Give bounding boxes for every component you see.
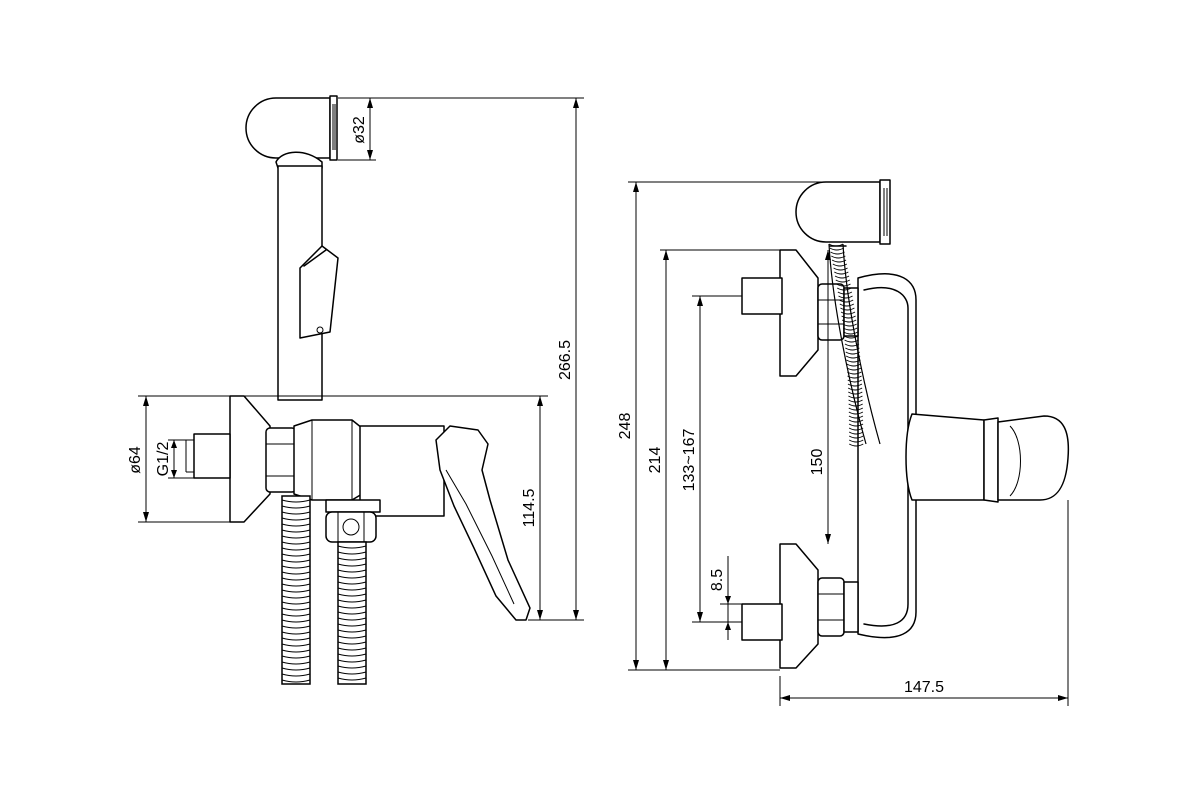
hex-nut-front — [265, 427, 297, 493]
hand-shower-head-side — [795, 179, 891, 247]
dim-handle-height: 114.5 — [244, 395, 548, 620]
label-8-5: 8.5 — [709, 569, 726, 591]
dim-thread: G1/2 — [155, 439, 194, 479]
handle-side — [997, 415, 1070, 501]
dim-total-height: 266.5 — [338, 97, 584, 621]
label-handle-height: 114.5 — [521, 488, 538, 527]
wall-bracket — [857, 273, 917, 639]
label-total-height: 266.5 — [557, 340, 574, 380]
label-214: 214 — [647, 447, 664, 474]
dim-depth: 147.5 — [779, 500, 1069, 706]
lower-wall-mount — [741, 543, 859, 669]
label-depth: 147.5 — [904, 679, 944, 696]
dim-214: 214 — [647, 249, 780, 670]
side-view: 248 214 133~167 150 8.5 — [617, 179, 1070, 706]
label-handset-diameter: ø32 — [351, 116, 368, 144]
upper-wall-mount — [741, 249, 859, 377]
hand-shower-head — [245, 95, 338, 169]
hose-left — [281, 495, 311, 685]
valve-body-side — [905, 413, 1070, 503]
label-overall-height-side: 248 — [617, 413, 634, 440]
dim-8-5: 8.5 — [709, 556, 742, 640]
dim-handset-diameter: ø32 — [338, 97, 376, 161]
label-center-range: 133~167 — [681, 429, 698, 492]
dim-center-range: 133~167 — [681, 295, 742, 623]
dim-flange-diameter: ø64 — [127, 395, 230, 523]
label-thread: G1/2 — [155, 442, 172, 477]
label-flange-diameter: ø64 — [127, 446, 144, 474]
dim-150: 150 — [809, 250, 831, 544]
inlet-thread — [185, 433, 231, 479]
handset-trigger — [299, 245, 339, 339]
label-150: 150 — [809, 449, 826, 476]
hose-side — [828, 243, 881, 447]
wall-flange — [229, 395, 271, 523]
dim-overall-height-side: 248 — [617, 181, 826, 671]
hose-right — [337, 541, 367, 685]
front-view: ø32 266.5 114.5 ø64 G1/2 — [127, 95, 584, 685]
outlet-elbow — [325, 499, 381, 543]
lever-handle — [435, 425, 531, 621]
